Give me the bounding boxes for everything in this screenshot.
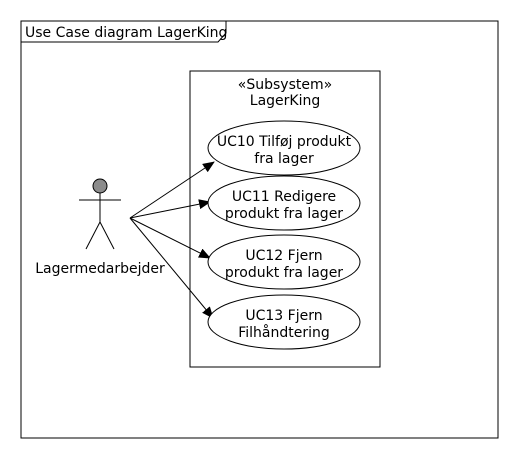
use-case-shape: [207, 175, 361, 231]
actor-right-leg: [99, 221, 115, 250]
use-case-label: Filhåndtering: [238, 324, 330, 341]
actor-left-leg: [85, 221, 101, 250]
use-case-uc11[interactable]: UC11 Redigere produkt fra lager: [207, 175, 361, 231]
use-case-uc10[interactable]: UC10 Tilføj produkt fra lager: [207, 120, 361, 176]
use-case-label: produkt fra lager: [225, 265, 343, 281]
actor-figure: [79, 178, 121, 250]
use-case-label: UC12 Fjern: [245, 248, 322, 264]
association-uc11: [129, 199, 211, 219]
subsystem-stereotype: «Subsystem»: [238, 77, 332, 93]
association-uc12: [129, 217, 211, 259]
use-case-label: UC11 Redigere: [232, 189, 336, 205]
use-case-uc12[interactable]: UC12 Fjern produkt fra lager: [207, 234, 361, 290]
subsystem-name: LagerKing: [250, 93, 320, 109]
use-case-label: UC10 Tilføj produkt: [217, 134, 352, 150]
use-case-shape: [207, 234, 361, 290]
use-case-label: UC13 Fjern: [245, 308, 322, 324]
use-case-label: fra lager: [254, 151, 314, 167]
use-case-uc13[interactable]: UC13 Fjern Filhåndtering: [207, 294, 361, 350]
use-case-shape: [207, 120, 361, 176]
actor-head: [92, 178, 108, 194]
diagram-frame: [20, 20, 499, 439]
frame-title-tab: [21, 20, 227, 43]
subsystem-boundary: [189, 70, 381, 368]
association-uc13: [129, 217, 214, 319]
frame-title: Use Case diagram LagerKing: [25, 25, 227, 41]
use-case-label: produkt fra lager: [225, 206, 343, 222]
association-uc10: [129, 161, 215, 219]
actor-name: Lagermedarbejder: [35, 261, 165, 277]
use-case-shape: [207, 294, 361, 350]
